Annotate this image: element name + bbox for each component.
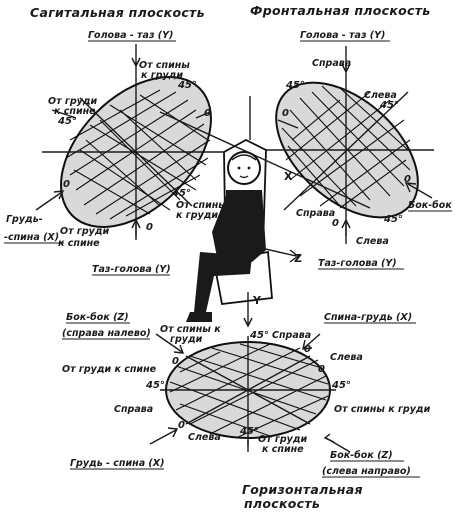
horizontal-deg-left: 45° xyxy=(145,380,165,391)
sagittal-left-dir-2: к спине xyxy=(54,106,96,117)
frontal-ellipse-group xyxy=(260,62,434,236)
horizontal-right-axis: Спина-грудь (X) xyxy=(324,312,412,323)
sagittal-deg-top-inner: 0 xyxy=(204,108,211,119)
horizontal-top-right-dir: Справа xyxy=(272,330,311,341)
horizontal-deg-bottom-zero: 0 xyxy=(178,420,185,431)
frontal-diagonal-axis xyxy=(283,91,409,211)
horizontal-bottom-dir-1: От груди xyxy=(258,434,308,445)
horizontal-bottom-right-axis-2: (слева направо) xyxy=(322,466,411,477)
sagittal-left-axis-2: -спина (X) xyxy=(4,232,59,243)
horizontal-deg-right-zero: 0 xyxy=(318,364,325,375)
horizontal-deg-top-zero: 0 xyxy=(304,344,311,355)
horizontal-bottom-left-axis: Грудь - спина (X) xyxy=(70,458,164,469)
horizontal-bottom-right-axis-1: Бок-бок (Z) xyxy=(330,450,393,461)
sagittal-top-axis: Голова - таз (Y) xyxy=(88,30,173,41)
body-x-axis xyxy=(159,111,371,209)
sagittal-top-dir-2: к груди xyxy=(141,70,183,81)
figure-arm xyxy=(212,196,228,262)
frontal-title: Фронтальная плоскость xyxy=(250,3,430,18)
horizontal-title-line1: Горизонтальная xyxy=(242,482,363,497)
horizontal-bottom-dir-2: к спине xyxy=(262,444,304,455)
sagittal-left-dir-1: От груди xyxy=(48,96,98,107)
horizontal-top-dir-2: груди xyxy=(170,334,203,345)
frontal-top-right-dir: Справа xyxy=(312,58,351,69)
sagittal-inner-dir-1: От спины xyxy=(176,200,227,211)
frontal-bottom-right-dir: Слева xyxy=(356,236,389,247)
frontal-bottom-axis: Таз-голова (Y) xyxy=(318,258,397,269)
sagittal-inner-dir-2: к груди xyxy=(176,210,218,221)
horizontal-bottom-left-dir: Слева xyxy=(188,432,221,443)
sagittal-bottom-dir-1: От груди xyxy=(60,226,110,237)
frontal-deg-top-left: 45° xyxy=(285,80,305,91)
horizontal-ellipse-group xyxy=(160,336,336,446)
frontal-deg-top-right: 45° xyxy=(379,100,399,111)
horizontal-left-axis-2: (справа налево) xyxy=(62,328,151,339)
sagittal-ellipse-group xyxy=(42,62,230,236)
body-z-axis xyxy=(225,239,297,257)
sagittal-deg-left: 45° xyxy=(57,116,77,127)
frontal-deg-right-zero: 0 xyxy=(404,174,411,185)
sagittal-top-dir-1: От спины xyxy=(139,60,190,71)
frontal-top-axis: Голова - таз (Y) xyxy=(300,30,385,41)
figure-legs xyxy=(194,252,252,312)
seated-figure xyxy=(186,138,273,322)
horizontal-top-dir-1: От спины к xyxy=(160,324,221,335)
sagittal-title: Сагитальная плоскость xyxy=(30,5,205,20)
sagittal-bottom-dir-2: к спине xyxy=(58,238,100,249)
horizontal-deg-left-zero: 0 xyxy=(172,356,179,367)
sagittal-deg-bottom-zero: 0 xyxy=(146,222,153,233)
sagittal-deg-left-zero: 0 xyxy=(63,179,70,190)
frontal-arrows xyxy=(277,46,433,244)
frontal-right-axis: Бок-бок xyxy=(408,200,452,211)
sagittal-left-axis-1: Грудь- xyxy=(6,214,43,225)
figure-torso xyxy=(226,190,266,262)
frontal-deg-bottom-zero: 0 xyxy=(332,218,339,229)
horizontal-left-dir: От груди к спине xyxy=(62,364,157,375)
sagittal-diagonal-axis xyxy=(79,97,193,207)
frontal-axis-x: X xyxy=(284,170,293,183)
horizontal-deg-bottom: 45° xyxy=(239,426,259,437)
horizontal-title-line2: плоскость xyxy=(244,496,320,511)
horizontal-deg-top: 45° xyxy=(249,330,269,341)
frontal-deg-bottom: 45° xyxy=(383,214,403,225)
figure-feet xyxy=(186,312,212,322)
horizontal-left-low-dir: Справа xyxy=(114,404,153,415)
sagittal-bottom-axis: Таз-голова (Y) xyxy=(92,264,171,275)
sagittal-deg-top-right: 45° xyxy=(177,80,197,91)
frontal-top-left-dir: Слева xyxy=(364,90,397,101)
frontal-bottom-left-dir: Справа xyxy=(296,208,335,219)
sagittal-deg-bottom: 45° xyxy=(171,188,191,199)
horizontal-right-dir: Слева xyxy=(330,352,363,363)
sagittal-arrows xyxy=(35,44,211,240)
horizontal-arrows xyxy=(149,333,351,453)
horizontal-right-low-dir: От спины к груди xyxy=(334,404,431,415)
horizontal-diagonal-axis-2 xyxy=(185,355,311,425)
axis-y-label: Y xyxy=(252,294,262,307)
horizontal-deg-right: 45° xyxy=(331,380,351,391)
axis-z-label: Z xyxy=(294,252,302,265)
horizontal-left-axis-1: Бок-бок (Z) xyxy=(66,312,129,323)
figure-head xyxy=(227,151,261,185)
frontal-deg-top-left-zero: 0 xyxy=(282,108,289,119)
